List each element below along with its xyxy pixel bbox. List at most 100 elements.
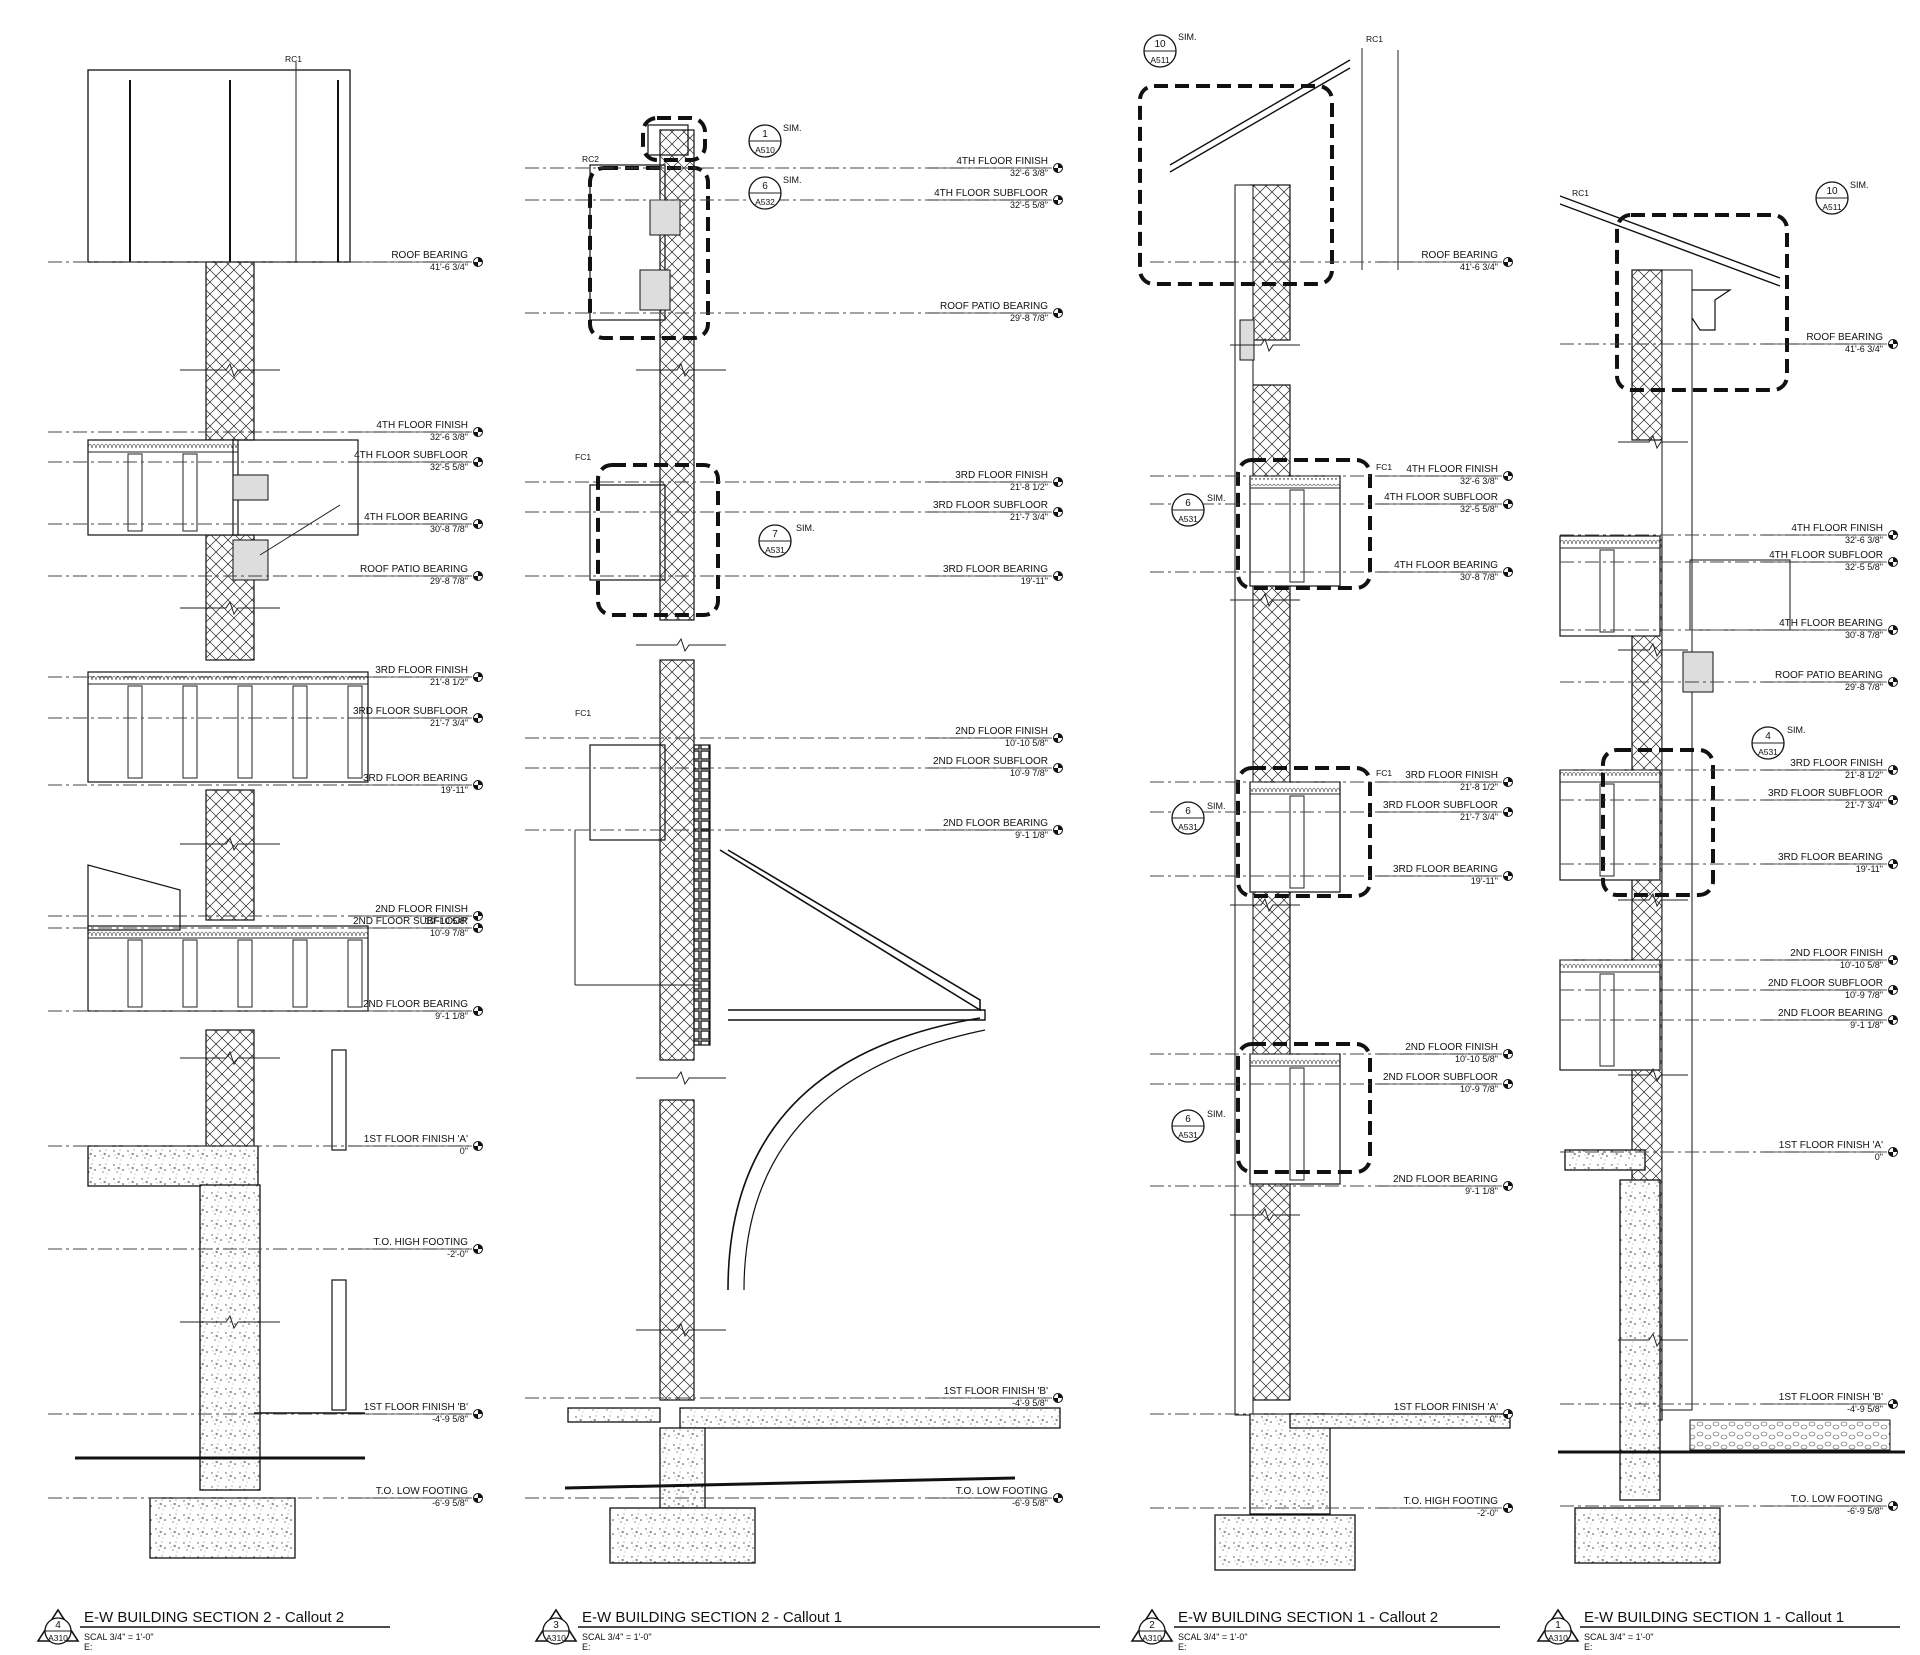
level-marker: 1ST FLOOR FINISH 'A'0" bbox=[1560, 1140, 1898, 1162]
svg-text:A531: A531 bbox=[1758, 747, 1778, 757]
level-target-icon bbox=[1888, 1147, 1898, 1157]
level-elevation: 30'-8 7/8" bbox=[1845, 630, 1883, 640]
level-name: 4TH FLOOR FINISH bbox=[1406, 464, 1498, 475]
level-elevation: 10'-10 5/8" bbox=[1840, 960, 1883, 970]
level-name: 2ND FLOOR FINISH bbox=[1790, 948, 1883, 959]
detail-callout-bubble[interactable]: 10 A511 SIM. bbox=[1815, 180, 1869, 215]
svg-text:A531: A531 bbox=[765, 545, 785, 555]
svg-text:4: 4 bbox=[1765, 731, 1771, 742]
level-name: ROOF BEARING bbox=[1421, 250, 1498, 261]
floor-assembly bbox=[87, 671, 369, 783]
level-target-icon bbox=[1503, 257, 1513, 267]
level-target-icon bbox=[473, 1244, 483, 1254]
svg-text:SIM.: SIM. bbox=[783, 123, 802, 133]
level-target-icon bbox=[1888, 1015, 1898, 1025]
view-number: 3 bbox=[553, 1620, 559, 1631]
level-target-icon bbox=[1503, 1181, 1513, 1191]
level-name: 2ND FLOOR SUBFLOOR bbox=[1383, 1072, 1498, 1083]
level-target-icon bbox=[1053, 163, 1063, 173]
level-elevation: 10'-10 5/8" bbox=[1455, 1054, 1498, 1064]
level-name: 3RD FLOOR BEARING bbox=[363, 773, 468, 784]
detail-callout-bubble[interactable]: 6 A531 SIM. bbox=[1171, 801, 1226, 835]
level-target-icon bbox=[473, 519, 483, 529]
callout-boundary bbox=[1236, 1042, 1372, 1174]
level-elevation: -6'-9 5/8" bbox=[1012, 1498, 1048, 1508]
view-number-bubble: 1 A310 bbox=[1536, 1608, 1580, 1645]
level-target-icon bbox=[1053, 308, 1063, 318]
level-name: 2ND FLOOR BEARING bbox=[363, 999, 468, 1010]
level-marker: 1ST FLOOR FINISH 'B'-4'-9 5/8" bbox=[48, 1402, 483, 1424]
level-target-icon bbox=[1503, 1409, 1513, 1419]
level-target-icon bbox=[1053, 507, 1063, 517]
detail-callout-bubble[interactable]: 4 A531 SIM. bbox=[1751, 725, 1806, 760]
level-target-icon bbox=[1503, 567, 1513, 577]
level-name: 1ST FLOOR FINISH 'A' bbox=[1394, 1402, 1498, 1413]
detail-callout-bubble[interactable]: 6 A531 SIM. bbox=[1171, 1109, 1226, 1143]
callout-boundary bbox=[588, 166, 710, 340]
level-elevation: 29'-8 7/8" bbox=[430, 576, 468, 586]
svg-text:A511: A511 bbox=[1150, 55, 1169, 65]
level-marker: T.O. HIGH FOOTING-2'-0" bbox=[1150, 1496, 1513, 1518]
svg-text:6: 6 bbox=[1185, 806, 1191, 817]
stud-wall bbox=[659, 659, 695, 1061]
level-name: ROOF PATIO BEARING bbox=[1775, 670, 1883, 681]
svg-text:7: 7 bbox=[772, 529, 778, 540]
level-name: 1ST FLOOR FINISH 'B' bbox=[364, 1402, 468, 1413]
level-name: T.O. LOW FOOTING bbox=[1791, 1494, 1883, 1505]
wall-tag: FC1 bbox=[575, 708, 591, 718]
concrete bbox=[659, 1427, 706, 1509]
level-elevation: 41'-6 3/4" bbox=[430, 262, 468, 272]
level-target-icon bbox=[1053, 477, 1063, 487]
level-marker: 1ST FLOOR FINISH 'B'-4'-9 5/8" bbox=[1560, 1392, 1898, 1414]
level-marker: T.O. LOW FOOTING-6'-9 5/8" bbox=[525, 1486, 1063, 1508]
svg-text:SIM.: SIM. bbox=[796, 523, 815, 533]
level-name: 4TH FLOOR SUBFLOOR bbox=[1384, 492, 1498, 503]
stud-wall bbox=[205, 789, 255, 921]
svg-text:SIM.: SIM. bbox=[1207, 801, 1226, 811]
level-elevation: 32'-6 3/8" bbox=[1845, 535, 1883, 545]
break-line bbox=[1230, 897, 1300, 913]
level-name: 2ND FLOOR FINISH bbox=[375, 904, 468, 915]
detail-callout-bubble[interactable]: 7 A531 SIM. bbox=[758, 523, 815, 558]
level-name: 2ND FLOOR FINISH bbox=[1405, 1042, 1498, 1053]
level-elevation: 19'-11" bbox=[441, 785, 468, 795]
level-name: ROOF PATIO BEARING bbox=[360, 564, 468, 575]
level-elevation: 21'-7 3/4" bbox=[1010, 512, 1048, 522]
level-elevation: 19'-11" bbox=[1856, 864, 1883, 874]
level-elevation: 30'-8 7/8" bbox=[1460, 572, 1498, 582]
level-name: 3RD FLOOR FINISH bbox=[1405, 770, 1498, 781]
detail-callout-bubble[interactable]: 10 A511 SIM. bbox=[1143, 32, 1197, 68]
level-elevation: 29'-8 7/8" bbox=[1845, 682, 1883, 692]
level-elevation: 9'-1 1/8" bbox=[1465, 1186, 1498, 1196]
detail-callout-bubble[interactable]: 6 A531 SIM. bbox=[1171, 493, 1226, 527]
level-target-icon bbox=[473, 1006, 483, 1016]
level-name: 4TH FLOOR BEARING bbox=[364, 512, 468, 523]
break-line bbox=[1618, 1067, 1688, 1083]
detail-callout-bubble[interactable]: 6 A532 SIM. bbox=[748, 175, 802, 210]
level-name: 2ND FLOOR FINISH bbox=[955, 726, 1048, 737]
view-number: 4 bbox=[55, 1620, 61, 1631]
level-elevation: 21'-8 1/2" bbox=[430, 677, 468, 687]
svg-text:A531: A531 bbox=[1178, 514, 1198, 524]
level-name: ROOF PATIO BEARING bbox=[940, 301, 1048, 312]
concrete bbox=[87, 1145, 259, 1187]
drawing-note: E: bbox=[84, 1642, 93, 1652]
concrete bbox=[199, 1184, 261, 1491]
detail-callout-bubble[interactable]: 1 A510 SIM. bbox=[748, 123, 802, 158]
break-line bbox=[1618, 642, 1688, 658]
level-elevation: 41'-6 3/4" bbox=[1845, 344, 1883, 354]
